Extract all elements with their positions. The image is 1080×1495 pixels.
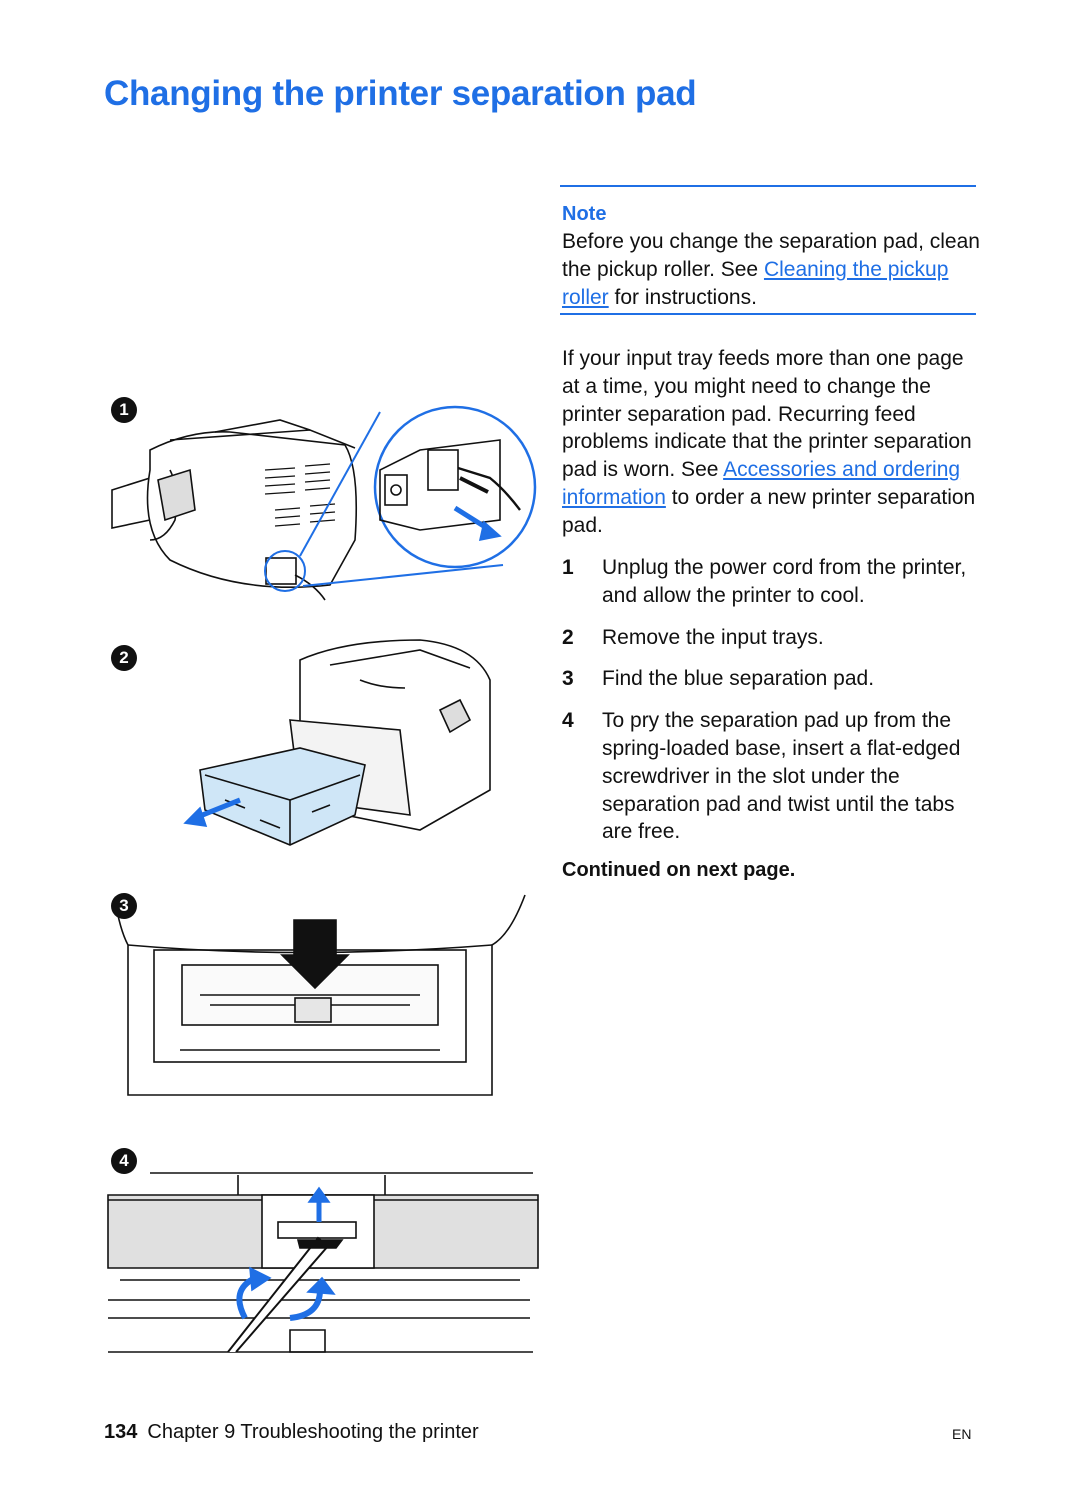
figure-4-badge: 4 xyxy=(111,1148,137,1174)
step-item: 4 To pry the separation pad up from the s… xyxy=(562,707,982,846)
step-text: Remove the input trays. xyxy=(602,625,824,649)
page-number: 134 xyxy=(104,1421,138,1443)
illustrations xyxy=(107,405,539,1353)
step-number: 4 xyxy=(562,709,574,733)
note-top-rule xyxy=(560,185,976,187)
chapter-label: Chapter 9 Troubleshooting the printer xyxy=(147,1421,479,1443)
step-number: 2 xyxy=(562,625,574,649)
step-item: 3 Find the blue separation pad. xyxy=(562,665,982,693)
steps-list: 1 Unplug the power cord from the printer,… xyxy=(562,554,982,860)
step-text: Unplug the power cord from the printer, … xyxy=(602,556,967,607)
figure-3-badge: 3 xyxy=(111,893,137,919)
intro-text-after: to order a new printer separation pad. xyxy=(562,485,976,537)
step-number: 1 xyxy=(562,556,574,579)
figure-2-remove-trays-illustration xyxy=(183,639,491,846)
figure-4-pry-pad-illustration xyxy=(107,1172,539,1353)
note-text-before: Before you change the separation pad, cl… xyxy=(562,230,980,281)
intro-text-before: If your input tray feeds more than one p… xyxy=(562,347,972,482)
step-item: 2 Remove the input trays. xyxy=(562,624,982,652)
page-title: Changing the printer separation pad xyxy=(104,74,697,113)
note-heading: Note xyxy=(562,203,607,225)
continued-note: Continued on next page. xyxy=(562,859,796,881)
note-bottom-rule xyxy=(560,313,976,315)
cleaning-pickup-roller-link[interactable]: Cleaning the pickup roller xyxy=(562,257,949,309)
figure-1-unplug-illustration xyxy=(111,405,537,601)
figure-3-separation-pad-illustration xyxy=(114,894,526,1096)
accessories-link[interactable]: Accessories and ordering information xyxy=(562,458,961,509)
note-text-after: for instructions. xyxy=(608,285,757,309)
language-code: EN xyxy=(952,1426,972,1442)
step-text: To pry the separation pad up from the sp… xyxy=(602,709,961,844)
step-text: Find the blue separation pad. xyxy=(602,667,875,691)
figure-2-badge: 2 xyxy=(111,645,137,671)
note-text: Before you change the separation pad, cl… xyxy=(562,228,982,311)
step-item: 1 Unplug the power cord from the printer,… xyxy=(562,554,982,610)
step-number: 3 xyxy=(562,667,574,691)
page-footer: 134 Chapter 9 Troubleshooting the printer xyxy=(104,1421,479,1444)
figure-1-badge: 1 xyxy=(111,397,137,423)
intro-paragraph: If your input tray feeds more than one p… xyxy=(562,345,982,540)
